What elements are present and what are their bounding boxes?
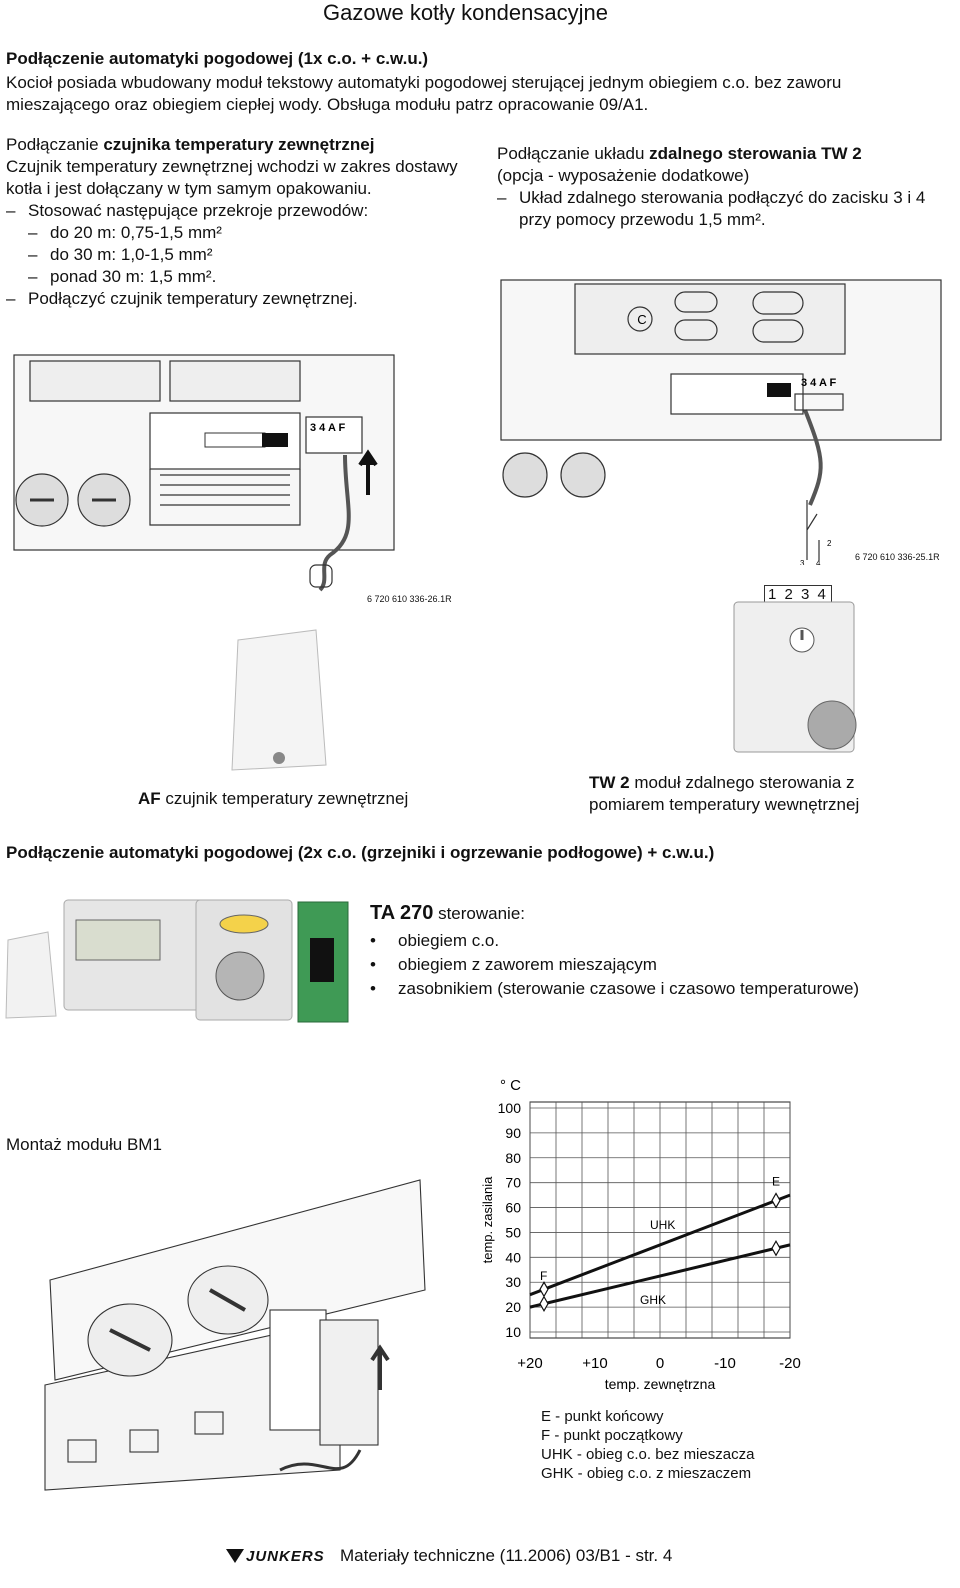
y-tick-label: 50: [505, 1224, 521, 1240]
x-tick-label: +20: [517, 1355, 542, 1372]
section-text: Kocioł posiada wbudowany moduł tekstowy …: [6, 73, 842, 114]
y-tick-label: 40: [505, 1249, 521, 1265]
list-item: do 20 m: 0,75-1,5 mm²: [6, 222, 476, 244]
sensor-block: Podłączanie czujnika temperatury zewnętr…: [6, 134, 476, 310]
series-label-ghk: GHK: [640, 1293, 666, 1307]
y-tick-label: 10: [505, 1324, 521, 1340]
y-tick-label: 30: [505, 1274, 521, 1290]
list-item: zasobnikiem (sterowanie czasowe i czasow…: [370, 977, 950, 1001]
heating-curve-chart: 100 90 80 70 60 50 40 30 20 10 ° C temp. zasilania +…: [480, 1077, 801, 1392]
x-axis-label: temp. zewnętrzna: [605, 1376, 716, 1392]
series-label-uhk: UHK: [650, 1218, 675, 1232]
legend-item: GHK - obieg c.o. z mieszaczem: [541, 1465, 752, 1482]
terminal-label: 3 4 A F: [310, 422, 346, 434]
list-item: do 30 m: 1,0-1,5 mm²: [6, 244, 476, 266]
wire-number: 2: [827, 539, 832, 548]
x-tick-label: -20: [779, 1355, 801, 1372]
x-tick-label: -10: [714, 1355, 736, 1372]
y-tick-label: 100: [498, 1100, 522, 1116]
list-item: Stosować następujące przekroje przewodów…: [6, 200, 476, 222]
point-label-end: E: [772, 1175, 780, 1189]
footer-text: Materiały techniczne (11.2006) 03/B1 - s…: [340, 1546, 673, 1565]
list-item: Układ zdalnego sterowania podłączyć do z…: [497, 187, 952, 231]
section-heading: Podłączenie automatyki pogodowej (1x c.o…: [6, 49, 429, 68]
sensor-heading: Podłączanie czujnika temperatury zewnętr…: [6, 135, 375, 154]
ta270-product-photo: [5, 899, 349, 1023]
y-tick-label: 80: [505, 1150, 521, 1166]
ta270-list: obiegiem c.o. obiegiem z zaworem mieszaj…: [370, 929, 950, 1001]
figure-ref-left: 6 720 610 336-26.1R: [367, 594, 452, 604]
section-heading: Podłączenie automatyki pogodowej (2x c.o…: [6, 843, 715, 862]
tw2-device-image: [733, 601, 857, 753]
x-tick-label: +10: [582, 1355, 607, 1372]
y-tick-label: 70: [505, 1175, 521, 1191]
figure-ref-right: 6 720 610 336-25.1R: [855, 552, 940, 562]
svg-text:C: C: [637, 312, 646, 327]
legend-item: E - punkt końcowy: [541, 1408, 664, 1425]
sensor-text: Czujnik temperatury zewnętrznej wchodzi …: [6, 157, 458, 198]
x-tick-label: 0: [656, 1355, 664, 1372]
point-label-start: F: [540, 1269, 547, 1283]
legend-item: UHK - obieg c.o. bez mieszacza: [541, 1446, 755, 1463]
series-line-uhk: [529, 1193, 791, 1297]
list-item: obiegiem z zaworem mieszającym: [370, 953, 950, 977]
y-tick-label: 90: [505, 1125, 521, 1141]
series-point-marker: [771, 1240, 781, 1257]
chart-legend: E - punkt końcowy F - punkt początkowy U…: [541, 1407, 754, 1483]
remote-block: Podłączanie układu zdalnego sterowania T…: [497, 143, 952, 231]
ta270-heading: TA 270 sterowanie:: [370, 902, 526, 924]
y-unit-label: ° C: [500, 1077, 521, 1094]
legend-item: F - punkt początkowy: [541, 1427, 683, 1444]
remote-option: (opcja - wyposażenie dodatkowe): [497, 166, 750, 185]
wire-number: 3: [800, 559, 805, 565]
series-point-marker: [539, 1295, 549, 1312]
series-point-marker: [771, 1192, 781, 1209]
series-line-ghk: [529, 1243, 791, 1309]
tw2-caption: TW 2 moduł zdalnego sterowania z pomiare…: [589, 773, 860, 814]
terminal-label: 3 4 A F: [801, 377, 837, 389]
bm1-installation-drawing: [44, 1179, 426, 1491]
af-sensor-image: [231, 629, 327, 771]
boiler-wiring-diagram-left: 3 4 A F: [13, 354, 395, 592]
wire-number: 4: [816, 559, 821, 565]
list-item: obiegiem c.o.: [370, 929, 950, 953]
remote-heading: Podłączanie układu zdalnego sterowania T…: [497, 144, 862, 163]
bm1-label: Montaż modułu BM1: [6, 1135, 162, 1154]
y-tick-label: 20: [505, 1299, 521, 1315]
af-caption: AF czujnik temperatury zewnętrznej: [138, 789, 409, 808]
list-item: ponad 30 m: 1,5 mm².: [6, 266, 476, 288]
boiler-wiring-diagram-right: C 3 4 A F 2 3 4: [500, 279, 942, 565]
junkers-logo-icon: [226, 1549, 244, 1563]
page-title: Gazowe kotły kondensacyjne: [323, 0, 608, 25]
footer-logo: JUNKERS: [226, 1548, 325, 1565]
list-item: Podłączyć czujnik temperatury zewnętrzne…: [6, 288, 476, 310]
y-axis-label: temp. zasilania: [480, 1176, 495, 1263]
y-tick-label: 60: [505, 1200, 521, 1216]
